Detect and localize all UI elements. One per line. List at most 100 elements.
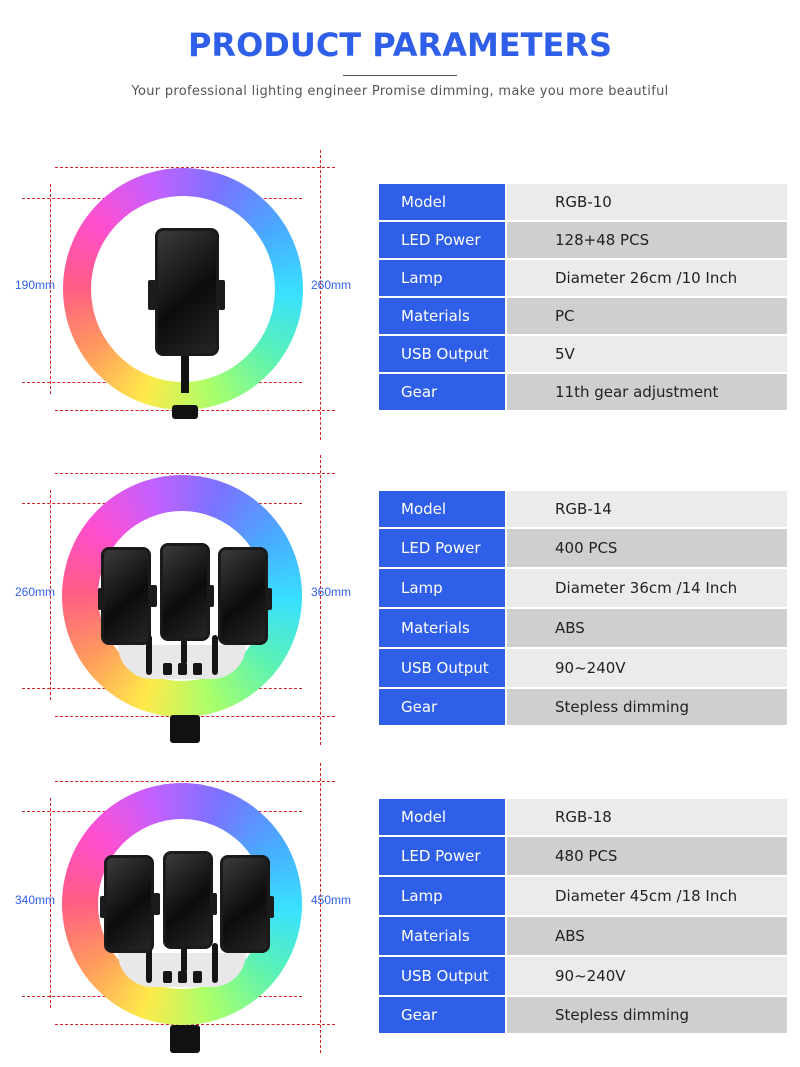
spec-value: PC [507, 298, 787, 334]
spec-row-lamp: Lamp Diameter 26cm /10 Inch [379, 260, 787, 298]
inner-diameter-label: 340mm [15, 893, 56, 907]
spec-key: Gear [379, 997, 505, 1033]
spec-value: Diameter 36cm /14 Inch [507, 569, 787, 607]
gooseneck [212, 943, 218, 983]
smartphone [160, 543, 210, 641]
phone-clip [267, 896, 274, 918]
spec-key: Model [379, 799, 505, 835]
spec-value: RGB-18 [507, 799, 787, 835]
smartphone [163, 851, 213, 949]
product-rgb-18: 340mm 450mm Model RGB-18 LED Power 480 P… [0, 763, 800, 1063]
spec-table: Model RGB-18 LED Power 480 PCS Lamp Diam… [379, 799, 787, 1035]
spec-key: USB Output [379, 957, 505, 995]
phone-clip [150, 585, 157, 607]
inner-diameter-label: 260mm [15, 585, 56, 599]
page-title: PRODUCT PARAMETERS [187, 26, 613, 64]
spec-row-lamp: Lamp Diameter 36cm /14 Inch [379, 569, 787, 609]
title-divider [343, 75, 457, 76]
spec-row-gear: Gear 11th gear adjustment [379, 374, 787, 412]
gooseneck [212, 635, 218, 675]
spec-value: RGB-14 [507, 491, 787, 527]
spec-row-usb-output: USB Output 90~240V [379, 957, 787, 997]
spec-row-materials: Materials ABS [379, 917, 787, 957]
spec-row-led-power: LED Power 480 PCS [379, 837, 787, 877]
dimension-line [50, 184, 51, 394]
dimension-line [55, 473, 335, 474]
phone-clip [98, 588, 105, 610]
spec-key: LED Power [379, 529, 505, 567]
gooseneck [146, 635, 152, 675]
spec-value: 5V [507, 336, 787, 372]
dimension-line [55, 781, 335, 782]
spec-row-usb-output: USB Output 90~240V [379, 649, 787, 689]
dimension-line [50, 798, 51, 1008]
spec-key: LED Power [379, 837, 505, 875]
spec-key: Model [379, 184, 505, 220]
spec-row-usb-output: USB Output 5V [379, 336, 787, 374]
spec-row-lamp: Lamp Diameter 45cm /18 Inch [379, 877, 787, 917]
phone-clip [148, 280, 156, 310]
spec-row-gear: Gear Stepless dimming [379, 689, 787, 727]
spec-value: ABS [507, 917, 787, 955]
phone-clip [210, 893, 217, 915]
spec-value: Diameter 26cm /10 Inch [507, 260, 787, 296]
spec-row-model: Model RGB-18 [379, 799, 787, 837]
spec-key: USB Output [379, 649, 505, 687]
phone-clip [217, 280, 225, 310]
spec-key: Materials [379, 609, 505, 647]
spec-key: Lamp [379, 569, 505, 607]
spec-row-led-power: LED Power 400 PCS [379, 529, 787, 569]
spec-key: Materials [379, 917, 505, 955]
spec-value: 400 PCS [507, 529, 787, 567]
spec-key: Lamp [379, 260, 505, 296]
outer-diameter-label: 360mm [311, 585, 352, 599]
spec-row-model: Model RGB-10 [379, 184, 787, 222]
spec-value: 480 PCS [507, 837, 787, 875]
inner-diameter-label: 190mm [15, 278, 56, 292]
spec-key: Materials [379, 298, 505, 334]
gooseneck [181, 635, 187, 665]
spec-row-materials: Materials ABS [379, 609, 787, 649]
spec-key: Model [379, 491, 505, 527]
gooseneck [146, 943, 152, 983]
dimension-line [50, 490, 51, 700]
smartphone [101, 547, 151, 645]
spec-key: LED Power [379, 222, 505, 258]
outer-diameter-label: 450mm [311, 893, 352, 907]
spec-key: USB Output [379, 336, 505, 372]
spec-table: Model RGB-14 LED Power 400 PCS Lamp Diam… [379, 491, 787, 727]
phone-clip [100, 896, 107, 918]
spec-table: Model RGB-10 LED Power 128+48 PCS Lamp D… [379, 184, 787, 412]
spec-key: Lamp [379, 877, 505, 915]
ring-light-figure: 340mm 450mm [0, 763, 370, 1063]
spec-row-materials: Materials PC [379, 298, 787, 336]
gooseneck [181, 943, 187, 973]
spec-value: 90~240V [507, 957, 787, 995]
spec-row-model: Model RGB-14 [379, 491, 787, 529]
spec-value: Diameter 45cm /18 Inch [507, 877, 787, 915]
dimension-line [55, 1024, 335, 1025]
smartphone [155, 228, 219, 356]
dimension-line [55, 167, 335, 168]
product-rgb-14: 260mm 360mm Model RGB-14 LED Power 400 P… [0, 455, 800, 755]
spec-value: 128+48 PCS [507, 222, 787, 258]
spec-row-gear: Gear Stepless dimming [379, 997, 787, 1035]
phone-clip [265, 588, 272, 610]
spec-value: 11th gear adjustment [507, 374, 787, 410]
stand-base [170, 715, 200, 743]
stand-base [170, 1025, 200, 1053]
page-subtitle: Your professional lighting engineer Prom… [131, 84, 669, 99]
product-rgb-10: 190mm 260mm Model RGB-10 LED Power 128+4… [0, 148, 800, 448]
dimension-line [320, 455, 321, 745]
spec-value: Stepless dimming [507, 689, 787, 725]
spec-value: 90~240V [507, 649, 787, 687]
stand [181, 353, 189, 393]
dimension-line [320, 150, 321, 440]
dimension-line [320, 763, 321, 1053]
smartphone [220, 855, 270, 953]
outer-diameter-label: 260mm [311, 278, 352, 292]
spec-value: ABS [507, 609, 787, 647]
phone-clip [153, 893, 160, 915]
spec-key: Gear [379, 374, 505, 410]
ring-light-figure: 190mm 260mm [0, 148, 370, 448]
